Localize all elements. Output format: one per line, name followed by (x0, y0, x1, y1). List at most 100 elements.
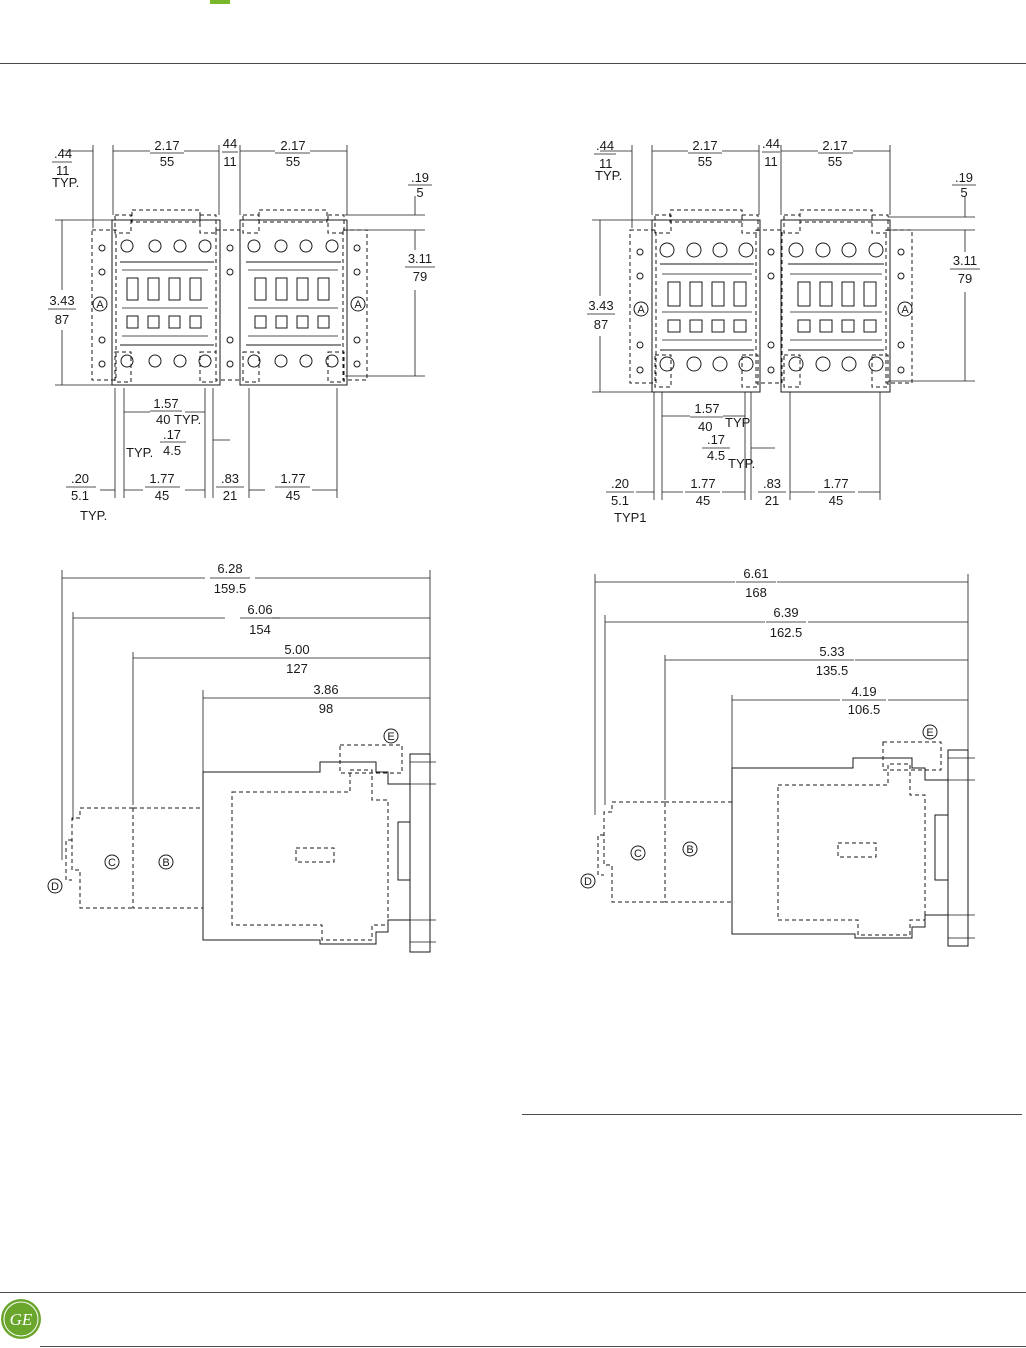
dim-note: TYP. (126, 445, 153, 460)
dim-mm: 79 (413, 269, 427, 284)
dim-mm: 11 (764, 154, 778, 169)
dim-mm: 159.5 (214, 581, 247, 596)
dim-mm: 45 (696, 493, 710, 508)
dim-mm: 5 (416, 185, 423, 200)
dim-value: 3.86 (313, 682, 338, 697)
callout-a: A (637, 304, 645, 316)
dim-value: 1.77 (149, 471, 174, 486)
dim-value: .44 (762, 136, 780, 151)
callout-e: E (387, 731, 394, 743)
dim-mm: 168 (745, 585, 767, 600)
dim-mm: 40 (698, 419, 712, 434)
dim-value: 5.00 (284, 642, 309, 657)
dim-mm: 87 (55, 312, 69, 327)
header-rule (0, 63, 1026, 64)
dim-value: 3.43 (49, 293, 74, 308)
dim-mm: 55 (160, 154, 174, 169)
dim-mm: 45 (155, 488, 169, 503)
dim-value: 6.06 (247, 602, 272, 617)
dim-value: .17 (163, 427, 181, 442)
dim-mm: 162.5 (770, 625, 803, 640)
dim-value: .44 (596, 138, 614, 153)
callout-a: A (354, 299, 362, 311)
dim-value: .83 (221, 471, 239, 486)
dim-mm: 5.1 (71, 488, 89, 503)
callout-d: D (51, 881, 59, 893)
dim-mm: 55 (828, 154, 842, 169)
dim-note: TYP. (52, 175, 79, 190)
callout-c: C (634, 848, 642, 860)
dim-mm: 79 (958, 271, 972, 286)
dimension-drawings: A A .44 11 TYP. 2.17 55 44 11 2.17 55 .1… (47, 136, 980, 953)
dim-value: 44 (223, 136, 237, 151)
dim-value: 1.57 (153, 396, 178, 411)
callout-b: B (162, 857, 169, 869)
dim-value: .19 (955, 170, 973, 185)
dim-mm: 11 (223, 154, 237, 169)
dim-mm: 55 (698, 154, 712, 169)
dim-value: 2.17 (280, 138, 305, 153)
dim-mm: 4.5 (707, 448, 725, 463)
dim-mm: 4.5 (163, 443, 181, 458)
dim-value: 2.17 (154, 138, 179, 153)
right-front-view: A A .44 11 TYP. 2.17 55 .44 11 2.17 55 .… (587, 136, 980, 525)
callout-c: C (108, 857, 116, 869)
callout-a: A (901, 304, 909, 316)
dim-mm: 98 (319, 701, 333, 716)
dim-mm: 127 (286, 661, 308, 676)
header-accent-mark (210, 0, 230, 4)
dim-value: .19 (411, 170, 429, 185)
footer-rule-bottom (40, 1346, 1026, 1347)
dim-mm: 11 (56, 163, 70, 178)
dim-value: 4.19 (851, 684, 876, 699)
dim-mm: 45 (829, 493, 843, 508)
left-front-view: A A .44 11 TYP. 2.17 55 44 11 2.17 55 .1… (48, 136, 435, 523)
ge-logo: GE (1, 1299, 41, 1339)
dim-value: 1.77 (690, 476, 715, 491)
dim-mm: 135.5 (816, 663, 849, 678)
section-divider (522, 1114, 1022, 1115)
dim-value: 3.11 (408, 251, 432, 266)
callout-b: B (686, 844, 693, 856)
dim-mm: 11 (599, 156, 613, 171)
dim-note: TYP. (595, 168, 622, 183)
dim-mm: 40 (156, 412, 170, 427)
right-side-view: 6.61 168 6.39 162.5 5.33 135.5 4.19 106.… (580, 566, 975, 947)
dim-mm: 21 (223, 488, 237, 503)
dim-value: 1.77 (823, 476, 848, 491)
dim-value: .20 (71, 471, 89, 486)
footer-rule-top (0, 1292, 1026, 1293)
dim-mm: 5 (960, 185, 967, 200)
dim-value: 3.11 (953, 253, 977, 268)
dim-value: 1.77 (280, 471, 305, 486)
callout-d: D (584, 876, 592, 888)
callout-e: E (926, 727, 933, 739)
dim-value: 6.28 (217, 561, 242, 576)
dim-value: .17 (707, 432, 725, 447)
dim-value: 2.17 (692, 138, 717, 153)
dim-mm: 154 (249, 622, 271, 637)
dim-value: 5.33 (819, 644, 844, 659)
dim-mm: 45 (286, 488, 300, 503)
dim-mm: 21 (765, 493, 779, 508)
dim-note: TYP (725, 415, 750, 430)
dim-value: 1.57 (694, 401, 719, 416)
dim-value: 6.39 (773, 605, 798, 620)
dim-note: TYP. (728, 456, 755, 471)
dim-note: TYP1 (614, 510, 647, 525)
dim-value: 2.17 (822, 138, 847, 153)
callout-a: A (96, 299, 104, 311)
dim-value: 6.61 (743, 566, 768, 581)
dim-value: .83 (763, 476, 781, 491)
logo-text: GE (10, 1310, 33, 1329)
dim-note: TYP. (174, 412, 201, 427)
dim-note: TYP. (80, 508, 107, 523)
dim-value: .20 (611, 476, 629, 491)
dim-value: .44 (54, 146, 72, 161)
dim-value: 3.43 (588, 298, 613, 313)
dim-mm: 87 (594, 317, 608, 332)
left-side-view: 6.28 159.5 6.06 154 5.00 127 3.86 98 C B… (47, 561, 436, 953)
dim-mm: 55 (286, 154, 300, 169)
dim-mm: 5.1 (611, 493, 629, 508)
dim-mm: 106.5 (848, 702, 881, 717)
